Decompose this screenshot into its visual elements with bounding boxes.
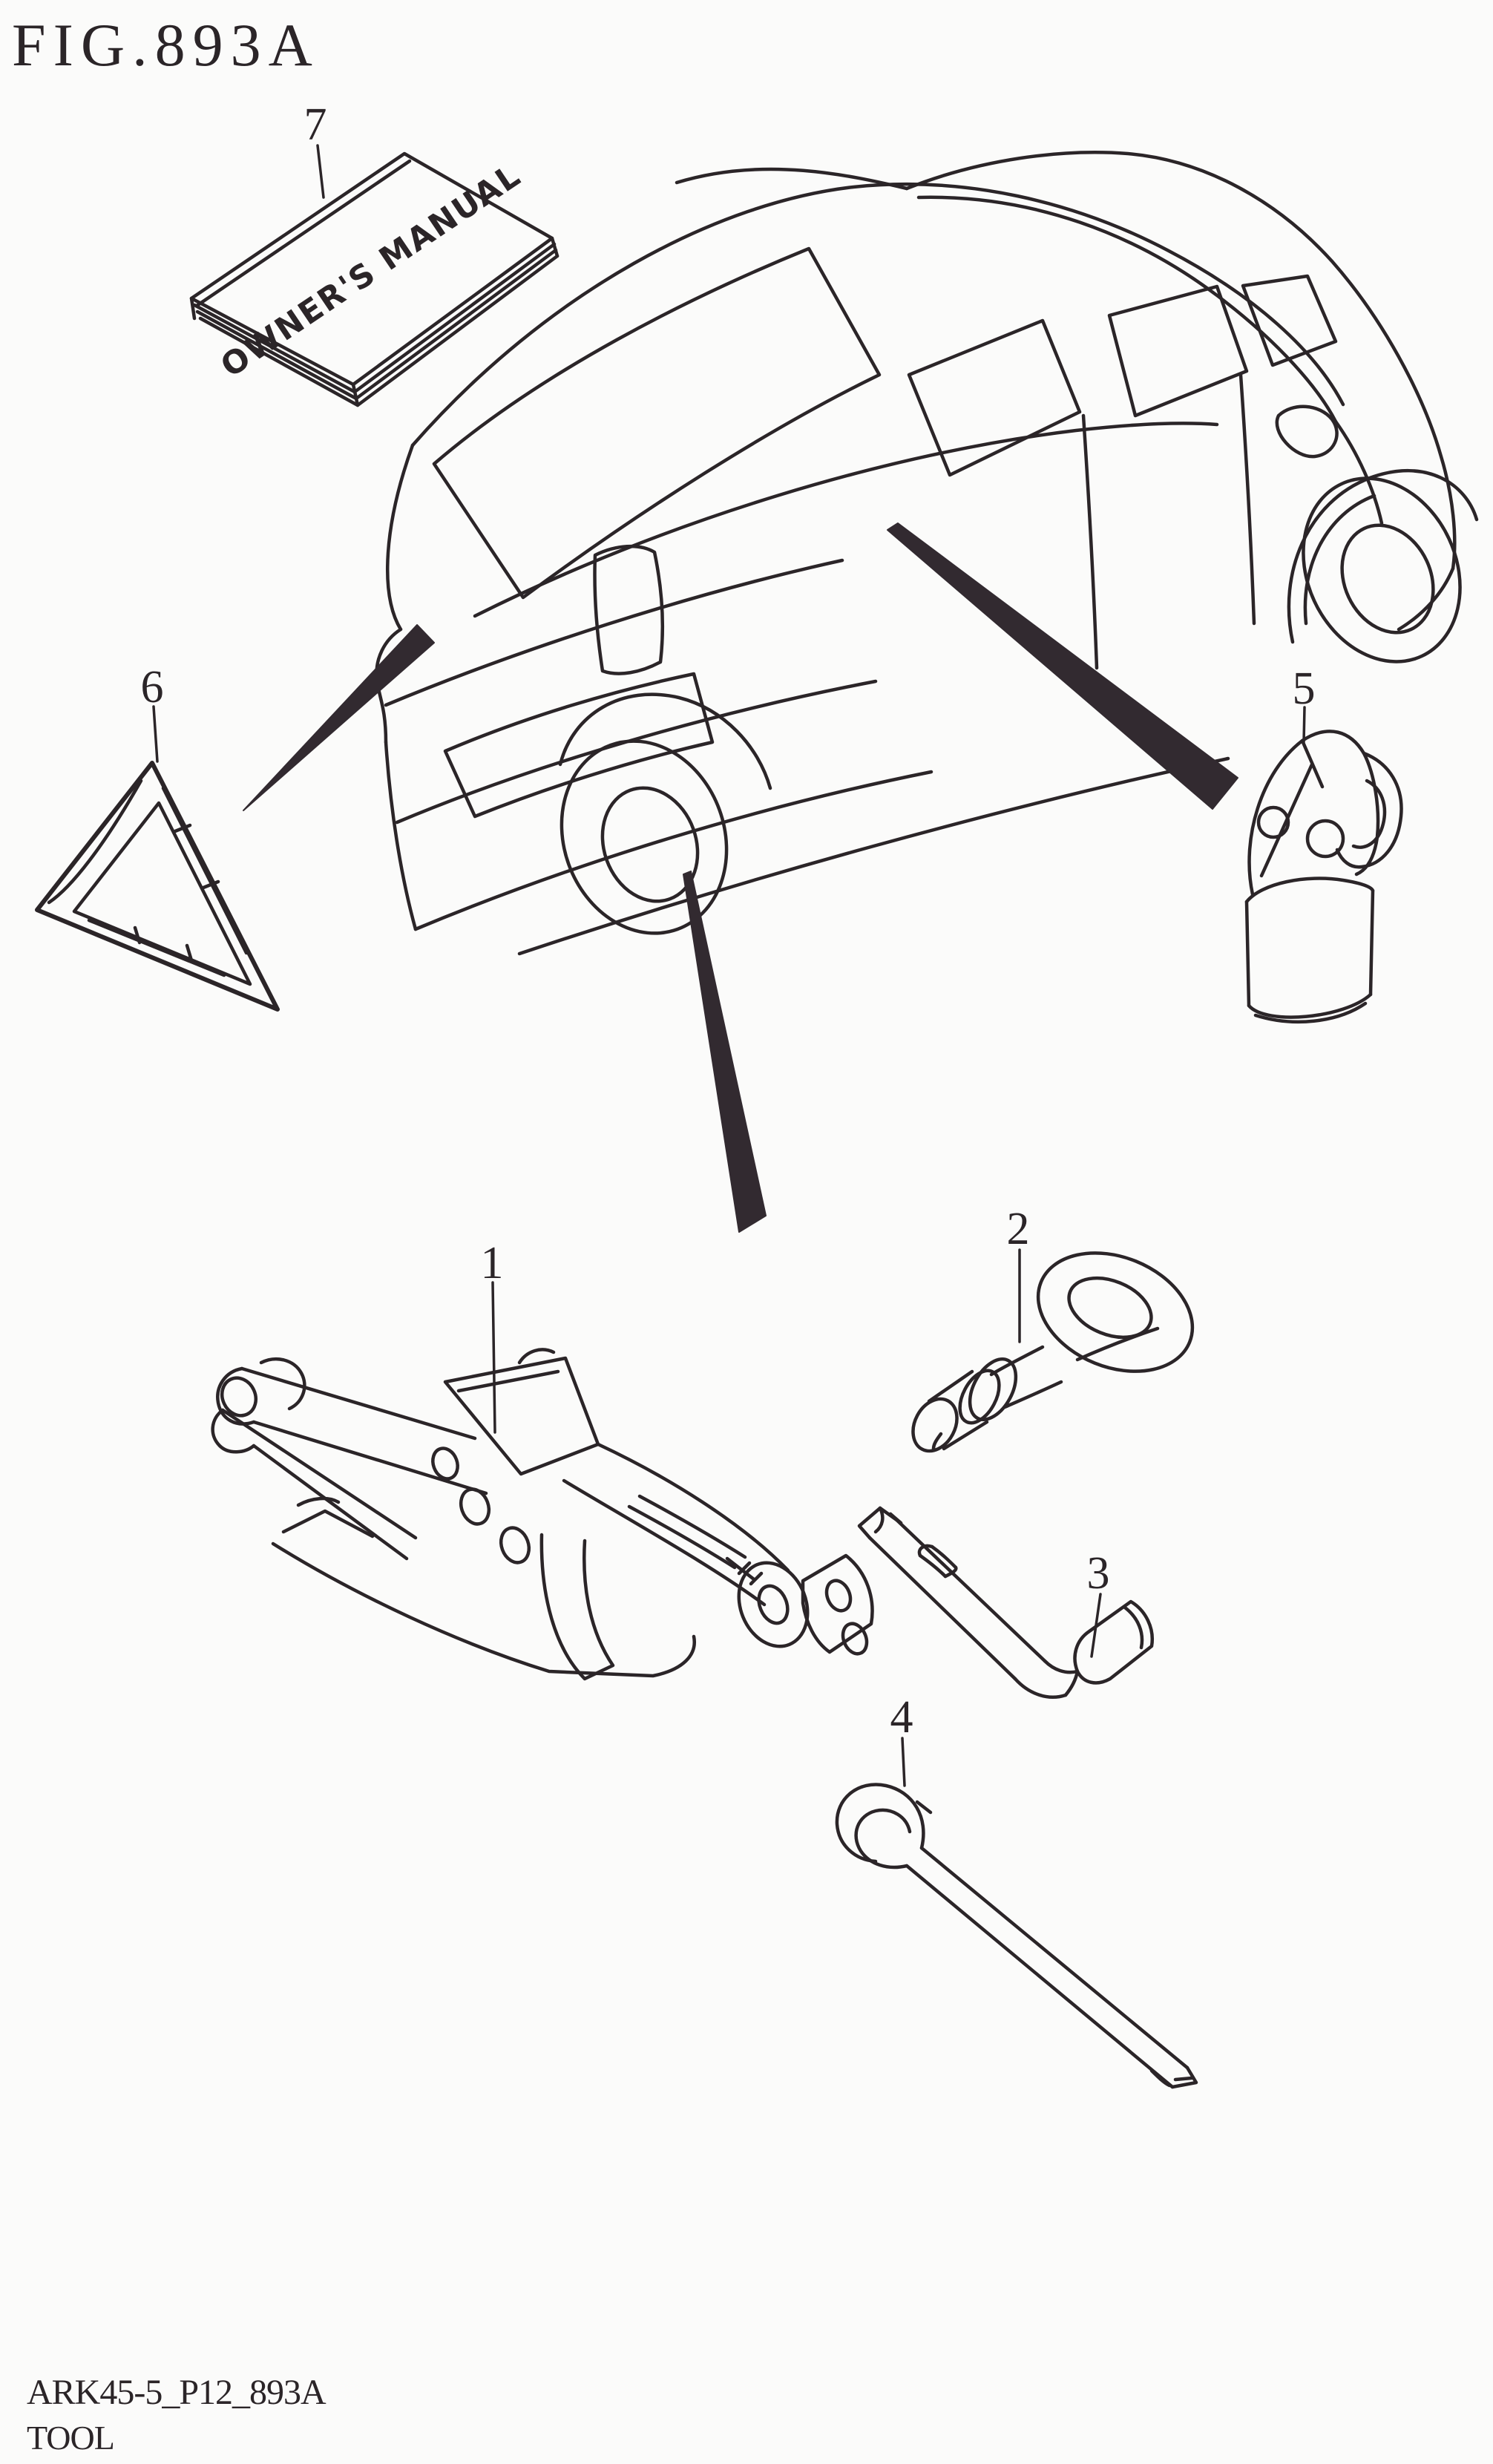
leader-5 <box>1302 706 1306 744</box>
callout-7-owners-manual: 7 <box>303 99 327 150</box>
jack-drawing <box>211 1348 874 1681</box>
leader-lines <box>152 144 1306 1787</box>
footer-drawing-code: ARK45-5_P12_893A <box>27 2373 327 2412</box>
leader-6 <box>152 705 159 763</box>
owners-manual-drawing <box>189 151 560 407</box>
callout-2-towing-hook: 2 <box>1006 1204 1030 1254</box>
callout-4-jack-handle-bar: 4 <box>890 1692 913 1743</box>
leader-1 <box>491 1281 496 1434</box>
jack-handle-bar-drawing <box>835 1783 1198 2089</box>
pointer-wedges <box>243 522 1238 1233</box>
callout-6-warning-triangle: 6 <box>140 662 164 712</box>
wedge-to-warning-triangle <box>243 624 435 811</box>
footer-section-label: TOOL <box>27 2419 115 2457</box>
wedge-to-jack <box>683 871 767 1233</box>
callout-3-wheel-wrench: 3 <box>1086 1548 1110 1599</box>
warning-triangle-drawing <box>35 761 280 1012</box>
leader-7 <box>316 144 325 199</box>
towing-hook-drawing <box>911 1251 1195 1453</box>
callout-5-sealant-bottle: 5 <box>1292 663 1316 714</box>
leader-4 <box>901 1737 906 1787</box>
figure-title: FIG.893A <box>12 11 320 79</box>
wedge-to-sealant-bottle <box>887 522 1238 810</box>
wheel-wrench-drawing <box>857 1506 1154 1700</box>
callout-1-jack: 1 <box>480 1238 504 1288</box>
sealant-bottle-drawing <box>1244 730 1403 1024</box>
